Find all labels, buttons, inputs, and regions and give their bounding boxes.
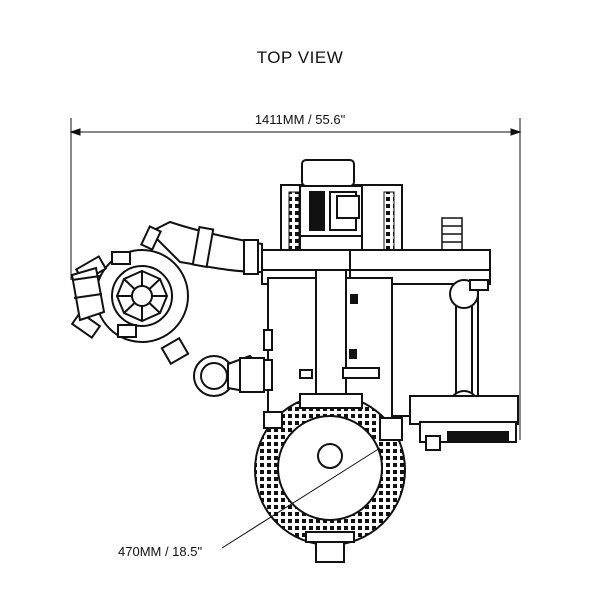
inlet-fitting [193, 354, 265, 397]
bowl-diameter-leader [221, 447, 381, 549]
side-arm [391, 279, 519, 451]
motor-housing [280, 159, 403, 254]
overall-width-dimension-line [69, 118, 522, 440]
view-title: TOP VIEW [256, 48, 344, 67]
overall-width-label: 1411MM / 55.6" [254, 112, 346, 127]
bowl [254, 393, 406, 563]
main-body [263, 269, 393, 419]
discharge-chute [140, 220, 263, 275]
rotary-wheel [70, 249, 190, 366]
bowl-diameter-label: 470MM / 18.5" [118, 544, 203, 559]
